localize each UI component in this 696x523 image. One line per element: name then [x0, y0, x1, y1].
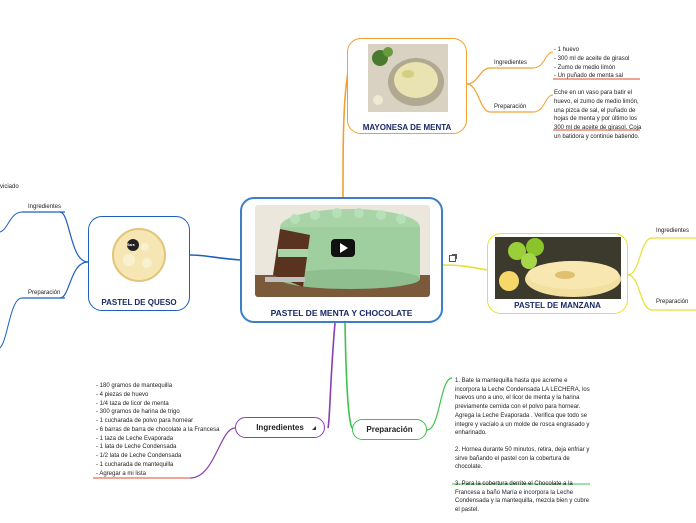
ingredientes-list: - 180 gramos de mantequilla - 4 piezas d…: [96, 382, 219, 478]
manzana-illustration: [495, 237, 621, 299]
mayonesa-preparacion-text: Eche en un vaso para batir el huevo, el …: [554, 90, 642, 140]
play-icon: [340, 243, 348, 253]
cake-illustration: [255, 205, 430, 297]
ingredientes-label: Ingredientes: [256, 423, 304, 432]
center-node[interactable]: PASTEL DE MENTA Y CHOCOLATE: [240, 197, 443, 323]
list-item: - 6 barras de barra de chocolate a la Fr…: [96, 426, 220, 433]
queso-title: PASTEL DE QUESO: [101, 298, 177, 307]
mayonesa-title: MAYONESA DE MENTA: [362, 123, 452, 132]
list-item: - Zumo de medio limón: [554, 64, 616, 71]
manzana-node[interactable]: PASTEL DE MANZANA: [487, 233, 628, 314]
manzana-title: PASTEL DE MANZANA: [514, 301, 601, 310]
list-item: - 1 taza de Leche Evaporada: [96, 435, 174, 442]
list-item: - 1/4 taza de licor de menta: [96, 400, 169, 407]
list-item: - 1 cucharada de polvo para hornear: [96, 418, 194, 424]
queso-badge: Sara: [127, 243, 135, 247]
preparacion-text: 1. Bate la mantequilla hasta que acreme …: [455, 377, 590, 523]
mayonesa-illustration: [368, 44, 448, 112]
mayonesa-preparacion-label[interactable]: Preparación: [494, 104, 527, 110]
collapse-triangle-icon[interactable]: [312, 426, 316, 430]
list-item: - 300 ml de aceite de girasol: [554, 55, 630, 62]
list-item: - 4 piezas de huevo: [96, 391, 149, 398]
list-item: - 1/2 lata de Leche Condensada: [96, 453, 182, 459]
cake-video-thumbnail[interactable]: [255, 205, 430, 297]
manzana-ingredientes-label[interactable]: Ingredientes: [656, 228, 690, 234]
list-item: - 1 huevo: [554, 47, 580, 53]
list-item: - 180 gramos de mantequilla: [96, 383, 173, 389]
preparacion-step-1: 1. Bate la mantequilla hasta que acreme …: [455, 378, 590, 437]
queso-preparacion-label[interactable]: Preparación: [28, 290, 61, 296]
play-button[interactable]: [331, 239, 355, 257]
manzana-preparacion-label[interactable]: Preparación: [656, 299, 689, 305]
external-link-icon[interactable]: [449, 254, 457, 262]
preparacion-label: Preparación: [366, 425, 413, 434]
list-item: - Agregar a mi lista: [96, 470, 147, 477]
queso-ingredientes-label[interactable]: Ingredientes: [28, 204, 62, 210]
list-item: - 1 cucharada de mantequilla: [96, 461, 174, 468]
list-item: - Un puñado de menta sal: [554, 73, 624, 80]
preparacion-step-3: 3. Para la cobertura derrite el Chocolat…: [455, 481, 590, 514]
center-title: PASTEL DE MENTA Y CHOCOLATE: [270, 308, 413, 318]
list-item: - 1 lata de Leche Condensada: [96, 444, 177, 451]
list-item: - 300 gramos de harina de trigo: [96, 409, 180, 416]
ingredientes-node[interactable]: Ingredientes: [235, 417, 325, 438]
mayonesa-ingredientes-label[interactable]: Ingredientes: [494, 60, 528, 66]
queso-illustration: [112, 228, 166, 282]
queso-edge-text: viciado: [0, 184, 19, 190]
queso-node[interactable]: Sara PASTEL DE QUESO: [88, 216, 190, 311]
mayonesa-node[interactable]: MAYONESA DE MENTA: [347, 38, 467, 134]
preparacion-node[interactable]: Preparación: [352, 419, 427, 440]
preparacion-step-2: 2. Hornea durante 50 minutos, retira, de…: [455, 446, 590, 471]
mayonesa-ingredientes-list: - 1 huevo - 300 ml de aceite de girasol …: [554, 46, 629, 81]
